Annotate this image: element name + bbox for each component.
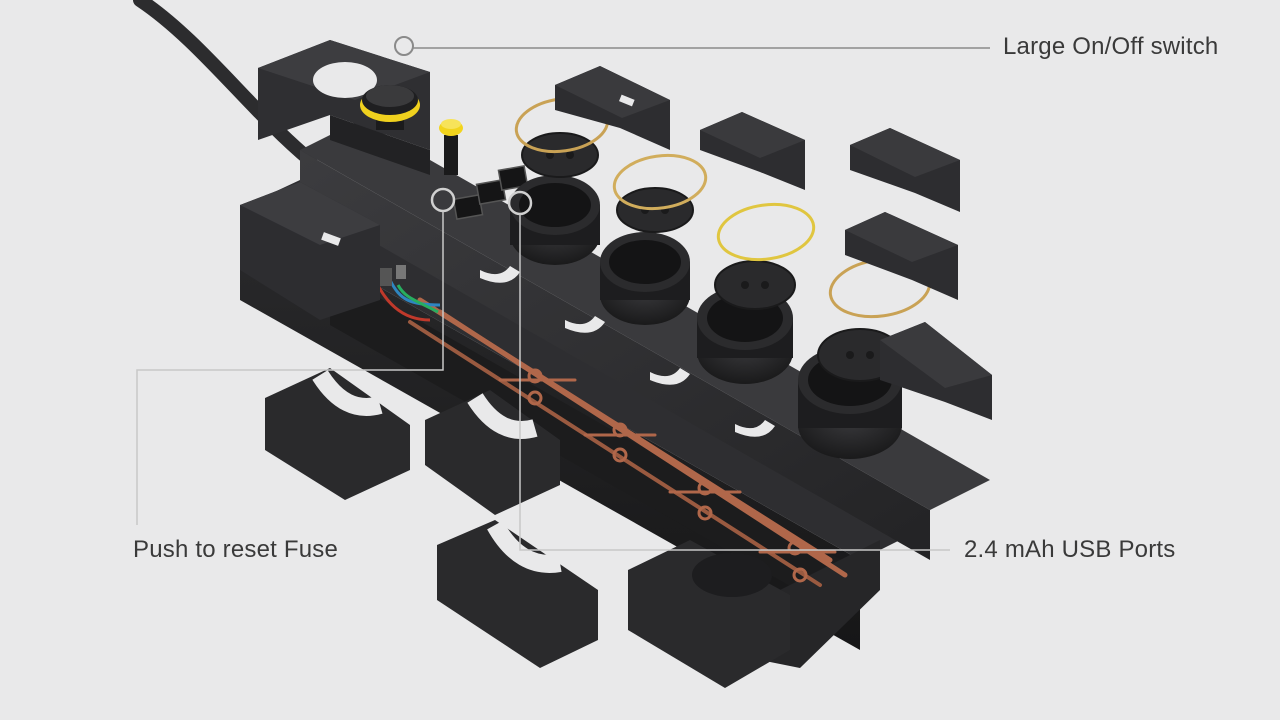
exploded-bottom-covers [265, 368, 790, 688]
callout-fuse [136, 187, 456, 525]
callout-leader-line [136, 211, 444, 525]
callout-switch [394, 36, 990, 56]
left-end-cap [240, 182, 380, 320]
base-tray [240, 180, 920, 668]
callout-leader-line [519, 214, 950, 551]
callout-marker [394, 36, 414, 56]
fuse-button-icon [439, 119, 463, 175]
callout-label-switch: Large On/Off switch [1003, 33, 1219, 60]
copper-busbars [408, 297, 848, 587]
callout-label-usb: 2.4 mAh USB Ports [964, 536, 1176, 563]
usb-port-icon [452, 165, 529, 220]
callout-usb [507, 190, 950, 551]
on-off-switch-icon [360, 85, 420, 130]
power-cord [133, 0, 317, 167]
exploded-top-covers [555, 66, 992, 420]
callout-label-fuse: Push to reset Fuse [133, 536, 339, 563]
